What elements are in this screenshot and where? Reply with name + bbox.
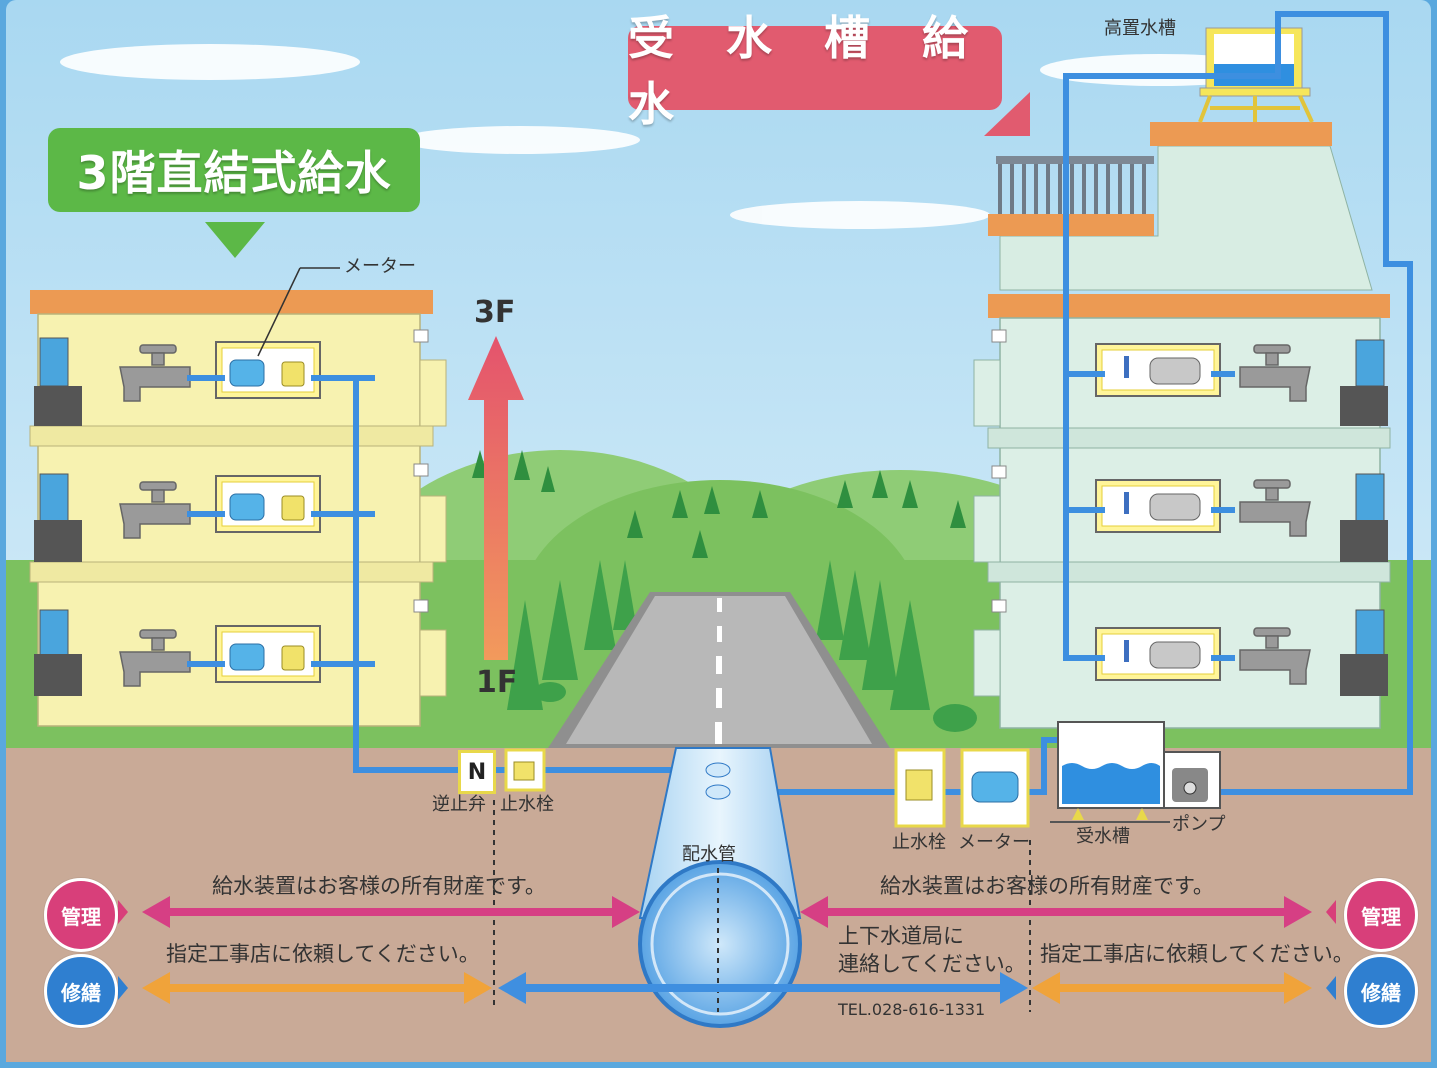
floor-up-arrow: [468, 336, 524, 660]
repair-text-right: 指定工事店に依頼してください。: [1040, 942, 1354, 966]
receiving-tank: [1050, 721, 1170, 823]
right-faucets: [1239, 344, 1311, 685]
check-valve-label: 逆止弁: [432, 794, 486, 815]
repair-arrows: [142, 972, 1312, 1004]
right-stop-valve: [894, 748, 946, 828]
floor-bottom-label: 1F: [476, 665, 518, 700]
trees: [472, 450, 977, 732]
floor-top-label: 3F: [474, 295, 516, 330]
meter-label-left: メーター: [344, 256, 416, 277]
repair-badge-right: 修繕: [1344, 954, 1418, 1028]
left-water-heaters: [34, 337, 82, 696]
left-stop-valve: [504, 748, 546, 792]
tank-supply-title: 受 水 槽 給 水: [628, 11, 1002, 131]
right-meter: [960, 748, 1030, 828]
receiving-tank-label: 受水槽: [1076, 826, 1130, 847]
stop-valve-label-left: 止水栓: [500, 794, 554, 815]
left-meter-boxes: [215, 341, 321, 683]
road: [548, 592, 890, 748]
repair-badge-left: 修繕: [44, 954, 118, 1028]
green-pointer: [205, 222, 265, 258]
high-tank-label: 高置水槽: [1104, 18, 1176, 39]
meter-pointer-line: [257, 267, 301, 357]
legend-pointers: [118, 900, 1336, 1000]
manage-text-right: 給水装置はお客様の所有財産です。: [880, 874, 1214, 898]
main-pipe-label: 配水管: [682, 844, 736, 865]
right-water-heaters: [1340, 339, 1388, 696]
check-valve-box: N: [458, 750, 496, 794]
pump-label: ポンプ: [1172, 814, 1226, 835]
red-pointer: [984, 92, 1030, 136]
meter-label-right: メーター: [958, 832, 1030, 853]
manage-badge-left: 管理: [44, 878, 118, 952]
repair-text-left: 指定工事店に依頼してください。: [166, 942, 480, 966]
left-faucets: [119, 344, 191, 687]
manage-arrows: [142, 896, 1312, 928]
right-meter-boxes: [1095, 343, 1221, 681]
utility-contact-line1: 上下水道局に: [838, 924, 964, 948]
stop-valve-label-right: 止水栓: [892, 832, 946, 853]
utility-phone: TEL.028-616-1331: [838, 1000, 986, 1019]
manage-text-left: 給水装置はお客様の所有財産です。: [212, 874, 546, 898]
manage-badge-right: 管理: [1344, 878, 1418, 952]
pump: [1163, 751, 1221, 809]
direct-supply-title: 3階直結式給水: [48, 128, 420, 212]
utility-contact-line2: 連絡してください。: [838, 952, 1026, 976]
